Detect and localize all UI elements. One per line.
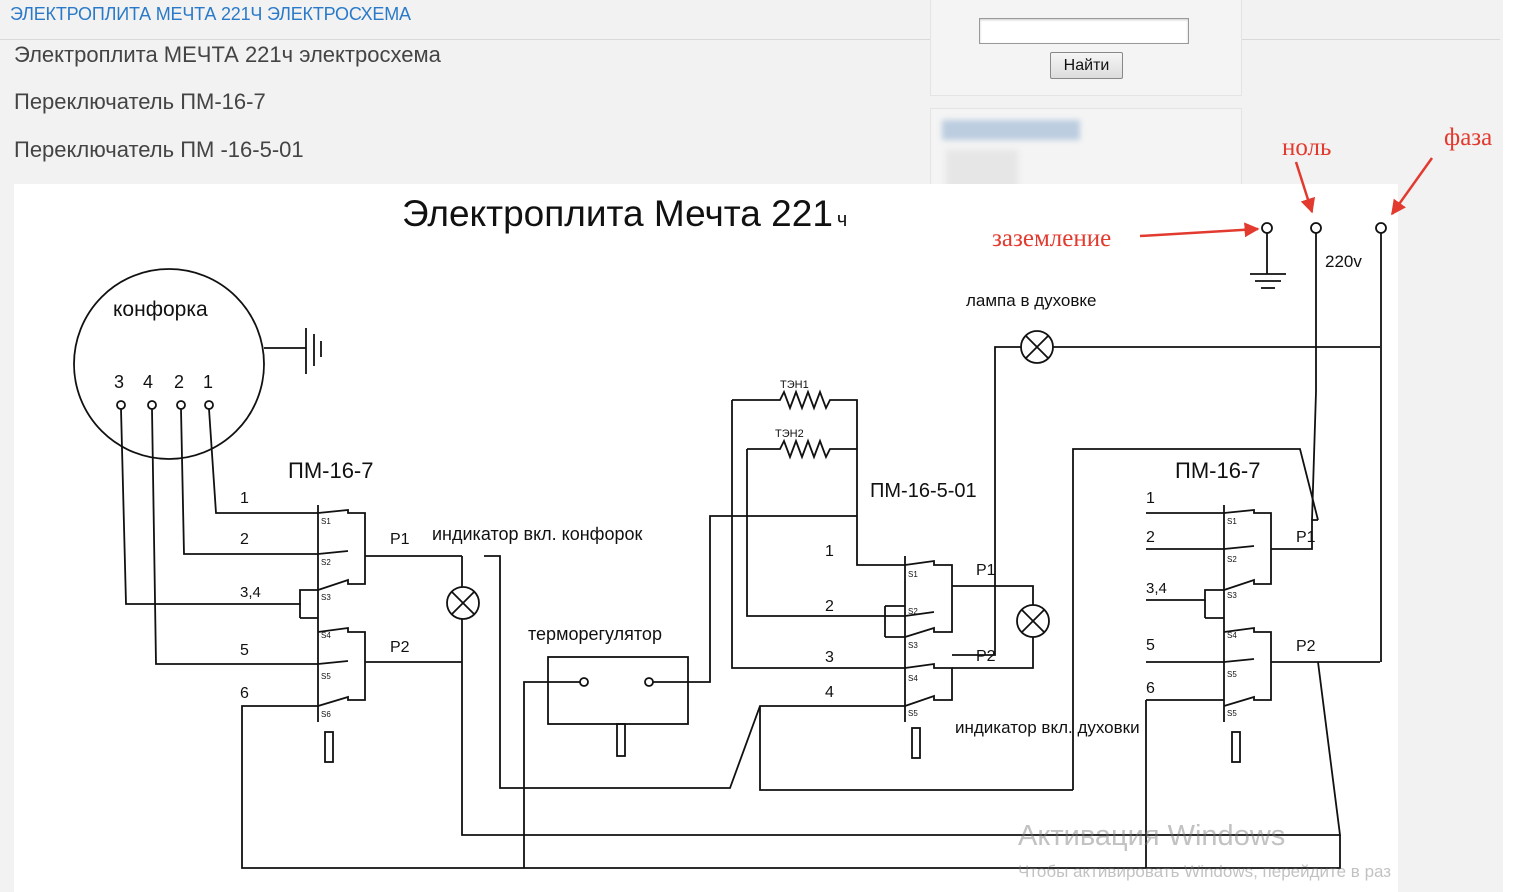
diagram-sheet xyxy=(14,184,1398,892)
left-switch-contact: S5 xyxy=(321,672,331,681)
burner-indicator-lamp xyxy=(446,586,480,620)
right-switch-contact: S4 xyxy=(1227,631,1237,640)
left-switch-contact: S4 xyxy=(321,631,331,640)
burner-circle xyxy=(73,268,265,460)
left-switch-p1: P1 xyxy=(390,531,410,548)
annotation-neutral: ноль xyxy=(1282,134,1331,161)
search-button[interactable]: Найти xyxy=(1050,52,1123,79)
right-switch-p2: P2 xyxy=(1296,638,1316,655)
blurred-content xyxy=(946,150,1018,190)
diagram-title-suffix: ч xyxy=(837,209,847,231)
left-switch-pin: 6 xyxy=(240,685,249,702)
search-panel xyxy=(930,0,1242,96)
wires xyxy=(73,222,1387,869)
title-link[interactable]: ЭЛЕКТРОПЛИТА МЕЧТА 221Ч ЭЛЕКТРОСХЕМА xyxy=(10,4,411,24)
mid-switch-contact: S5 xyxy=(908,709,918,718)
right-switch-contact: S1 xyxy=(1227,517,1237,526)
left-switch-contact: S1 xyxy=(321,517,331,526)
mid-switch-pin: 1 xyxy=(825,543,834,560)
left-switch-contact: S3 xyxy=(321,593,331,602)
right-switch-pin: 6 xyxy=(1146,680,1155,697)
mid-switch-contact: S4 xyxy=(908,674,918,683)
mid-switch-contact: S2 xyxy=(908,607,918,616)
search-input[interactable] xyxy=(979,18,1189,44)
mid-switch-pin: 3 xyxy=(825,649,834,666)
heater-label: ТЭН2 xyxy=(775,428,804,440)
burner-label: конфорка xyxy=(113,298,208,321)
oven-lamp-label: лампа в духовке xyxy=(966,291,1097,310)
mid-switch-contact: S1 xyxy=(908,570,918,579)
right-switch-name: ПМ-16-7 xyxy=(1175,458,1261,483)
left-switch-contact: S2 xyxy=(321,558,331,567)
right-switch-pin: 3,4 xyxy=(1146,580,1167,597)
burner-terminal-label: 1 xyxy=(203,372,213,392)
right-switch-contact: S3 xyxy=(1227,591,1237,600)
left-switch-name: ПМ-16-7 xyxy=(288,458,374,483)
left-switch-pin: 1 xyxy=(240,490,249,507)
heading-stove-schematic: Электроплита МЕЧТА 221ч электросхема xyxy=(14,42,441,67)
right-switch-pin: 1 xyxy=(1146,490,1155,507)
arrow-neutral xyxy=(1294,161,1316,214)
arrow-ground xyxy=(1139,222,1260,238)
burner-indicator-label: индикатор вкл. конфорок xyxy=(432,524,643,544)
right-switch-pin: 5 xyxy=(1146,637,1155,654)
heading-switch-pm16-5-01: Переключатель ПМ -16-5-01 xyxy=(14,137,304,162)
heater-label: ТЭН1 xyxy=(780,379,809,391)
right-switch-pin: 2 xyxy=(1146,529,1155,546)
left-switch-pin: 2 xyxy=(240,531,249,548)
right-switch-p1: P1 xyxy=(1296,529,1316,546)
mid-switch-pin: 4 xyxy=(825,684,834,701)
left-switch-contact: S6 xyxy=(321,710,331,719)
mid-switch-pin: 2 xyxy=(825,598,834,615)
burner-terminal-label: 4 xyxy=(143,372,153,392)
left-switch-pin: 3,4 xyxy=(240,584,261,601)
mid-switch-name: ПМ-16-5-01 xyxy=(870,480,977,502)
header-divider xyxy=(0,39,1500,40)
left-switch-p2: P2 xyxy=(390,639,410,656)
arrow-phase xyxy=(1390,157,1434,216)
burner-terminal-label: 3 xyxy=(114,372,124,392)
left-switch-pin: 5 xyxy=(240,642,249,659)
mid-switch-contact: S3 xyxy=(908,641,918,650)
blurred-banner xyxy=(942,120,1080,140)
right-switch-contact: S5 xyxy=(1227,670,1237,679)
thermostat-label: терморегулятор xyxy=(528,624,662,644)
annotation-phase: фаза xyxy=(1444,124,1492,151)
voltage-label: 220v xyxy=(1325,252,1362,271)
right-switch-contact: S2 xyxy=(1227,555,1237,564)
annotation-ground: заземление xyxy=(992,225,1111,252)
right-switch-contact: S5 xyxy=(1227,709,1237,718)
windows-activation-title: Активация Windows xyxy=(1018,820,1286,852)
oven-indicator-label: индикатор вкл. духовки xyxy=(955,718,1140,737)
diagram-title-main: Электроплита Мечта 221 xyxy=(402,193,833,234)
mid-switch-p2: P2 xyxy=(976,648,996,665)
burner-terminal-label: 2 xyxy=(174,372,184,392)
windows-activation-subtitle: Чтобы активировать Windows, перейдите в … xyxy=(1018,862,1392,881)
mid-switch-p1: P1 xyxy=(976,562,996,579)
heading-switch-pm16-7: Переключатель ПМ-16-7 xyxy=(14,89,266,114)
